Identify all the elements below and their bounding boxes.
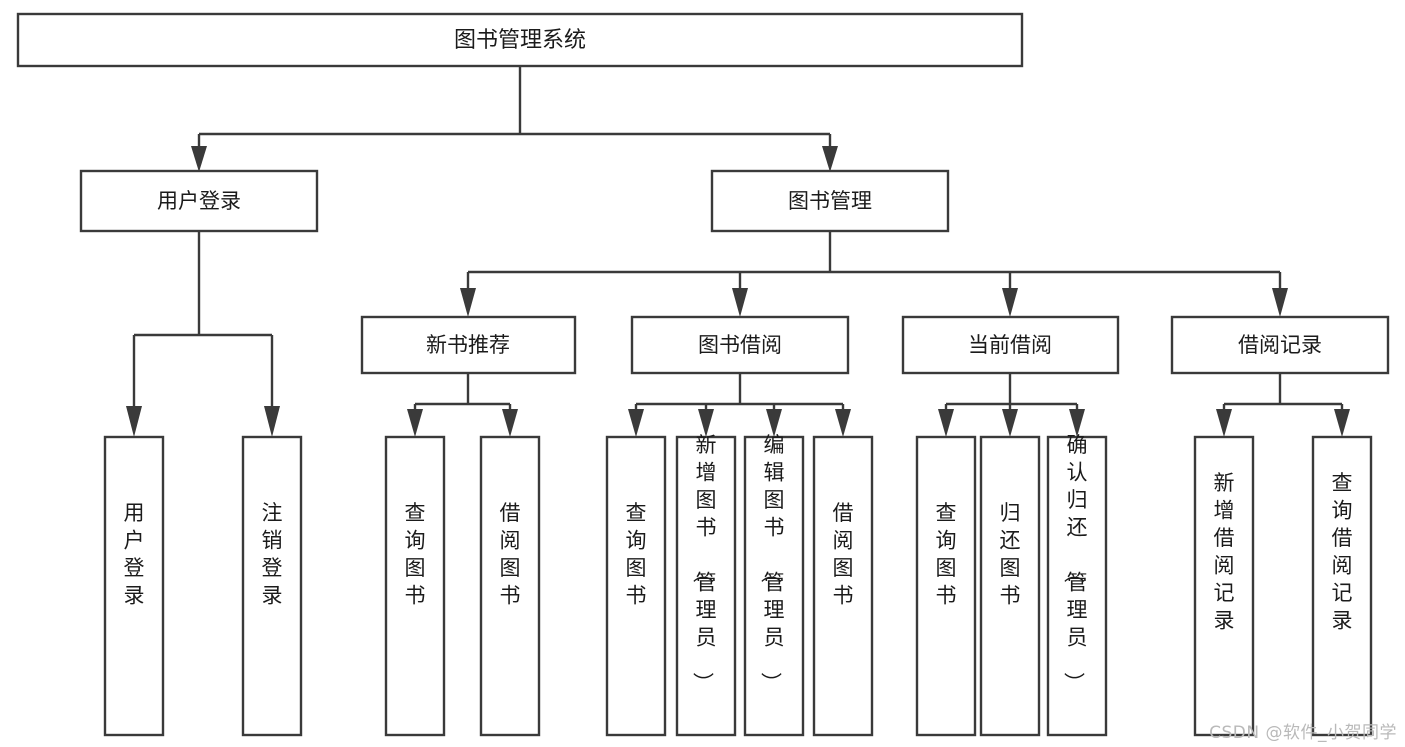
leaf-query-books-current-box[interactable]: [915, 435, 977, 737]
node-book-management[interactable]: 图书管理: [710, 169, 950, 233]
arrow-head-current-borrowing: [1002, 288, 1018, 317]
arrow-head-leaf-query-books-current: [938, 409, 954, 437]
arrow-head-leaf-borrow-books-rec: [502, 409, 518, 437]
node-current-borrowing-label: 当前借阅: [968, 333, 1052, 357]
arrow-head-leaf-return-books: [1002, 409, 1018, 437]
leaf-query-books-borrowing-label: 查询图书: [626, 501, 647, 608]
leaf-logout[interactable]: 注销登录: [241, 435, 303, 737]
node-book-borrowing-box[interactable]: [630, 315, 850, 375]
leaf-user-login-label: 用户登录: [124, 501, 145, 608]
leaf-query-books-recommendation[interactable]: 查询图书: [384, 435, 446, 737]
node-current-borrowing-box[interactable]: [901, 315, 1120, 375]
leaf-add-borrow-record-box[interactable]: [1193, 435, 1255, 737]
leaf-query-books-recommendation-box[interactable]: [384, 435, 446, 737]
arrow-head-leaf-query-record: [1334, 409, 1350, 437]
node-root-library-management-system[interactable]: 图书管理系统: [16, 12, 1024, 68]
arrow-head-leaf-query-books-rec: [407, 409, 423, 437]
node-new-book-recommendation-box[interactable]: [360, 315, 577, 375]
arrow-head-leaf-query-books-borrow: [628, 409, 644, 437]
arrow-head-book-borrowing: [732, 288, 748, 317]
arrow-head-new-book: [460, 288, 476, 317]
leaf-query-books-borrowing-box[interactable]: [605, 435, 667, 737]
leaf-logout-label: 注销登录: [262, 501, 283, 608]
node-root-box[interactable]: [16, 12, 1024, 68]
node-new-book-recommendation-label: 新书推荐: [426, 333, 510, 357]
arrow-head-leaf-add-record: [1216, 409, 1232, 437]
node-borrow-records-label: 借阅记录: [1238, 333, 1322, 357]
leaf-query-borrow-record[interactable]: 查询借阅记录: [1311, 435, 1373, 737]
leaf-query-books-recommendation-label: 查询图书: [405, 501, 426, 608]
leaf-user-login-box[interactable]: [103, 435, 165, 737]
arrow-head-leaf-confirm-return: [1069, 409, 1085, 437]
node-user-login-label: 用户登录: [157, 189, 241, 213]
leaf-query-borrow-record-label: 查询借阅记录: [1332, 471, 1353, 633]
node-user-login[interactable]: 用户登录: [79, 169, 319, 233]
node-book-management-label: 图书管理: [788, 189, 872, 213]
node-new-book-recommendation[interactable]: 新书推荐: [360, 315, 577, 375]
leaf-borrow-books-borrowing[interactable]: 借阅图书: [812, 435, 874, 737]
leaf-return-books[interactable]: 归还图书: [979, 435, 1041, 737]
leaf-add-borrow-record[interactable]: 新增借阅记录: [1193, 435, 1255, 737]
leaf-return-books-box[interactable]: [979, 435, 1041, 737]
leaf-confirm-return-admin[interactable]: 确认归还（管理员）: [1046, 433, 1108, 737]
leaf-borrow-books-recommendation[interactable]: 借阅图书: [479, 435, 541, 737]
leaf-query-borrow-record-box[interactable]: [1311, 435, 1373, 737]
node-book-management-box[interactable]: [710, 169, 950, 233]
arrow-head-leaf-user-login: [126, 406, 142, 437]
connector-layer: [126, 66, 1350, 437]
leaf-add-book-admin[interactable]: 新增图书（管理员）: [675, 433, 737, 737]
leaf-edit-book-admin-label: 编辑图书（管理员）: [759, 433, 785, 693]
arrow-head-borrow-records: [1272, 288, 1288, 317]
leaf-edit-book-admin[interactable]: 编辑图书（管理员）: [743, 433, 805, 737]
leaf-query-books-borrowing[interactable]: 查询图书: [605, 435, 667, 737]
node-book-borrowing[interactable]: 图书借阅: [630, 315, 850, 375]
arrow-head-leaf-add-book: [698, 409, 714, 437]
leaf-add-book-admin-label: 新增图书（管理员）: [691, 433, 717, 693]
leaf-borrow-books-recommendation-label: 借阅图书: [500, 501, 521, 608]
arrow-head-book-management: [822, 146, 838, 172]
leaf-add-book-admin-box[interactable]: [675, 435, 737, 737]
leaf-confirm-return-admin-box[interactable]: [1046, 435, 1108, 737]
node-root-label: 图书管理系统: [454, 28, 586, 53]
node-borrow-records-box[interactable]: [1170, 315, 1390, 375]
node-borrow-records[interactable]: 借阅记录: [1170, 315, 1390, 375]
leaf-borrow-books-recommendation-box[interactable]: [479, 435, 541, 737]
arrow-head-leaf-logout: [264, 406, 280, 437]
leaf-user-login[interactable]: 用户登录: [103, 435, 165, 737]
leaf-borrow-books-borrowing-label: 借阅图书: [833, 501, 854, 608]
leaf-query-books-current-label: 查询图书: [936, 501, 957, 608]
node-current-borrowing[interactable]: 当前借阅: [901, 315, 1120, 375]
leaf-add-borrow-record-label: 新增借阅记录: [1214, 471, 1235, 633]
node-user-login-box[interactable]: [79, 169, 319, 233]
csdn-watermark: CSDN @软件_小贺同学: [1209, 723, 1397, 743]
leaf-query-books-current[interactable]: 查询图书: [915, 435, 977, 737]
leaf-borrow-books-borrowing-box[interactable]: [812, 435, 874, 737]
node-book-borrowing-label: 图书借阅: [698, 333, 782, 357]
leaf-logout-box[interactable]: [241, 435, 303, 737]
arrow-head-leaf-borrow-books-borrow: [835, 409, 851, 437]
leaf-return-books-label: 归还图书: [1000, 501, 1021, 608]
arrow-head-user-login: [191, 146, 207, 172]
leaf-edit-book-admin-box[interactable]: [743, 435, 805, 737]
arrow-head-leaf-edit-book: [766, 409, 782, 437]
leaf-confirm-return-admin-label: 确认归还（管理员）: [1062, 433, 1088, 693]
